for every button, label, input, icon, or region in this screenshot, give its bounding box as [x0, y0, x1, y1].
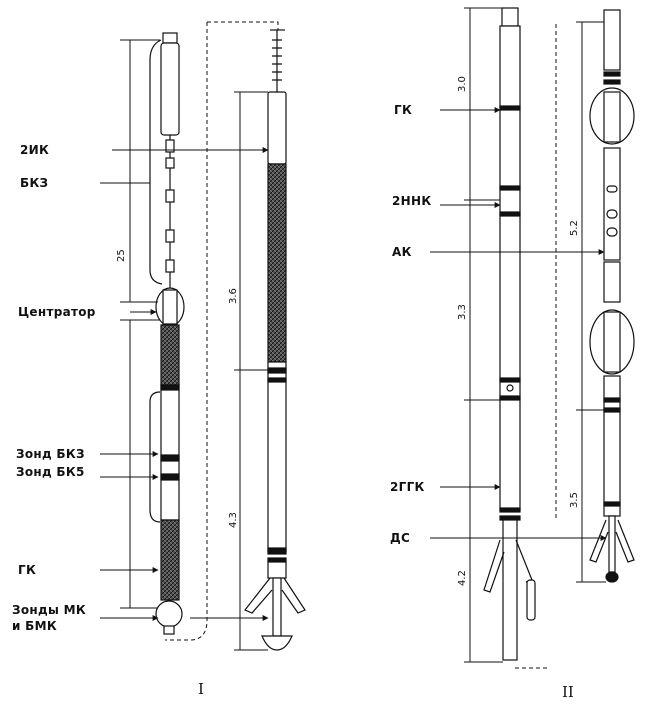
- label-2ggk: 2ГГК: [390, 480, 425, 494]
- dim-36: 3.6: [228, 288, 239, 304]
- dim-42: 4.2: [457, 570, 468, 586]
- label-bkz: БКЗ: [20, 176, 49, 190]
- label-zond-bkz: Зонд БКЗ: [16, 447, 85, 461]
- dim-43: 4.3: [228, 512, 239, 528]
- label-i-bmk: и БМК: [12, 619, 57, 633]
- roman-I: I: [198, 680, 204, 698]
- dim-25: 25: [116, 249, 127, 262]
- tool-II-left-string: [483, 7, 536, 661]
- label-2ik: 2ИК: [20, 143, 50, 157]
- tool-II-dimensions: [464, 7, 606, 663]
- dim-33: 3.3: [457, 304, 468, 320]
- dim-35: 3.5: [569, 492, 580, 508]
- label-zondy-mk: Зонды МК: [12, 603, 86, 617]
- tool-I-leaders: [100, 147, 269, 621]
- dimension-texts: 25 3.6 4.3 3.0 3.3 4.2 5.2 3.5: [116, 76, 580, 586]
- label-centrator: Центратор: [18, 305, 96, 319]
- dim-52: 5.2: [569, 220, 580, 236]
- label-gk-II: ГК: [394, 103, 413, 117]
- tool-II-frame: [515, 24, 557, 669]
- dim-30: 3.0: [457, 76, 468, 92]
- tool-I-left-string: [149, 32, 185, 635]
- tool-I-dimensions: [120, 39, 268, 651]
- tool-II-leaders: [430, 107, 607, 541]
- label-zond-bk5: Зонд БК5: [16, 465, 85, 479]
- tool-II-right-string: [589, 9, 635, 583]
- label-ak: АК: [392, 245, 412, 259]
- roman-II: II: [562, 683, 574, 701]
- label-gk-I: ГК: [18, 563, 37, 577]
- label-ds: ДС: [390, 531, 411, 545]
- tool-I-frame: [165, 21, 279, 641]
- tool-I-right-string: [244, 29, 306, 651]
- label-2nnk: 2ННК: [392, 194, 432, 208]
